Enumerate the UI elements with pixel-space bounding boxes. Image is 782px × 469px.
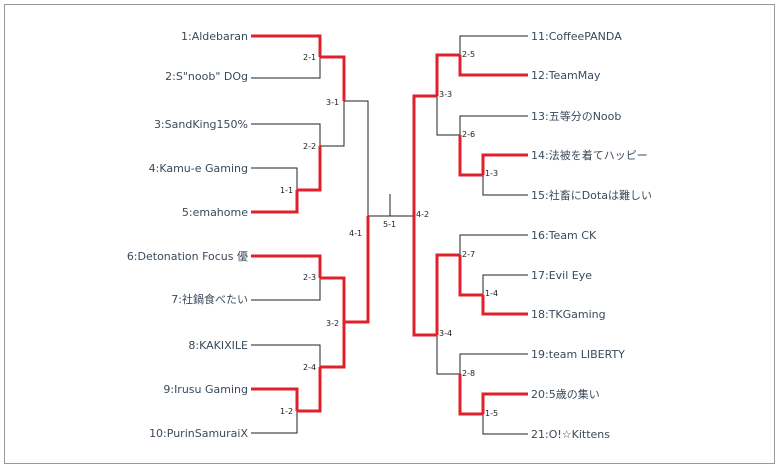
connector-3-1-out bbox=[344, 100, 369, 216]
connector-t21 bbox=[482, 414, 528, 435]
match-label-2-5: 2-5 bbox=[462, 50, 475, 59]
team-10: 10:PurinSamuraiX bbox=[149, 427, 248, 440]
connector-2-7-out bbox=[435, 253, 460, 335]
team-1: 1:Aldebaran bbox=[181, 30, 248, 43]
match-label-3-3: 3-3 bbox=[439, 90, 452, 99]
match-label-1-2: 1-2 bbox=[280, 407, 293, 416]
connector-t6-win bbox=[251, 254, 322, 278]
match-label-1-3: 1-3 bbox=[485, 169, 498, 178]
connector-3-3-out bbox=[412, 94, 437, 216]
connector-t8 bbox=[251, 344, 321, 367]
connector-t9-win bbox=[251, 387, 299, 411]
team-14: 14:法被を着てハッピー bbox=[531, 148, 648, 162]
connector-2-4-out bbox=[320, 322, 346, 369]
connector-t15 bbox=[482, 175, 528, 196]
winner-path-lines bbox=[251, 34, 528, 416]
connector-t20-win bbox=[481, 392, 528, 414]
match-label-3-4: 3-4 bbox=[439, 329, 452, 338]
team-12: 12:TeamMay bbox=[531, 69, 601, 82]
team-11: 11:CoffeePANDA bbox=[531, 30, 622, 43]
team-2: 2:S"noob" DOg bbox=[165, 70, 248, 83]
connector-t12-win bbox=[458, 55, 528, 77]
team-16: 16:Team CK bbox=[531, 229, 597, 242]
team-8: 8:KAKIXILE bbox=[188, 339, 248, 352]
left-teams: 1:Aldebaran 2:S"noob" DOg 3:SandKing150%… bbox=[127, 30, 249, 440]
connector-t13 bbox=[459, 115, 528, 135]
team-5: 5:emahome bbox=[182, 206, 248, 219]
connector-2-2-out bbox=[320, 101, 345, 147]
connector-3-4-out bbox=[412, 216, 437, 337]
connector-1-3-out bbox=[458, 135, 483, 177]
connector-4-1-out bbox=[368, 194, 391, 217]
connector-t2 bbox=[251, 57, 321, 79]
team-18: 18:TKGaming bbox=[531, 308, 606, 321]
team-19: 19:team LIBERTY bbox=[531, 348, 625, 361]
connector-3-2-out bbox=[344, 216, 370, 324]
match-label-1-5: 1-5 bbox=[485, 409, 498, 418]
team-15: 15:社畜にDotaは難しい bbox=[531, 188, 652, 202]
match-label-2-3: 2-3 bbox=[303, 273, 316, 282]
match-label-2-6: 2-6 bbox=[462, 130, 475, 139]
bracket-lines bbox=[251, 35, 528, 435]
match-label-4-1: 4-1 bbox=[349, 229, 362, 238]
match-label-3-1: 3-1 bbox=[326, 98, 339, 107]
connector-2-3-out bbox=[320, 276, 346, 322]
match-label-2-4: 2-4 bbox=[303, 363, 316, 372]
connector-2-6-out bbox=[436, 96, 460, 136]
connector-2-5-out bbox=[435, 53, 460, 96]
team-20: 20:5歳の集い bbox=[531, 387, 600, 401]
connector-t18-win bbox=[481, 295, 528, 316]
connector-1-1-out bbox=[297, 146, 322, 192]
connector-t4 bbox=[251, 167, 298, 190]
match-labels: 2-1 3-1 2-2 1-1 4-1 2-3 3-2 2-4 1-2 5-1 … bbox=[280, 50, 498, 418]
match-label-1-4: 1-4 bbox=[485, 289, 498, 298]
match-label-2-1: 2-1 bbox=[303, 53, 316, 62]
connector-2-8-out bbox=[436, 335, 460, 375]
connector-t16 bbox=[459, 234, 528, 255]
team-3: 3:SandKing150% bbox=[154, 118, 248, 131]
team-17: 17:Evil Eye bbox=[531, 269, 592, 282]
connector-1-2-out bbox=[297, 367, 322, 413]
connector-t11 bbox=[459, 35, 528, 55]
right-teams: 11:CoffeePANDA 12:TeamMay 13:五等分のNoob 14… bbox=[531, 30, 652, 441]
bracket-frame bbox=[4, 4, 775, 464]
team-6: 6:Detonation Focus 優 bbox=[127, 250, 248, 263]
match-label-3-2: 3-2 bbox=[326, 319, 339, 328]
connector-t10 bbox=[251, 411, 298, 434]
connector-2-1-out bbox=[320, 55, 346, 101]
connector-t3 bbox=[251, 123, 321, 146]
team-9: 9:Irusu Gaming bbox=[163, 383, 248, 396]
match-label-4-2: 4-2 bbox=[416, 210, 429, 219]
match-label-1-1: 1-1 bbox=[280, 186, 293, 195]
team-7: 7:社鍋食べたい bbox=[171, 292, 248, 306]
match-label-5-1: 5-1 bbox=[383, 220, 396, 229]
match-label-2-8: 2-8 bbox=[462, 369, 475, 378]
connector-t17 bbox=[482, 274, 528, 295]
connector-t14-win bbox=[481, 153, 528, 175]
connector-t19 bbox=[459, 353, 528, 374]
connector-1-5-out bbox=[458, 374, 483, 416]
match-label-2-2: 2-2 bbox=[303, 142, 316, 151]
connector-t5-win bbox=[251, 190, 299, 214]
connector-1-4-out bbox=[458, 255, 483, 297]
team-4: 4:Kamu-e Gaming bbox=[149, 162, 248, 175]
team-21: 21:O!☆Kittens bbox=[531, 428, 610, 441]
team-13: 13:五等分のNoob bbox=[531, 109, 621, 123]
connector-t1-win bbox=[251, 34, 322, 57]
match-label-2-7: 2-7 bbox=[462, 250, 475, 259]
connector-t7 bbox=[251, 278, 321, 301]
